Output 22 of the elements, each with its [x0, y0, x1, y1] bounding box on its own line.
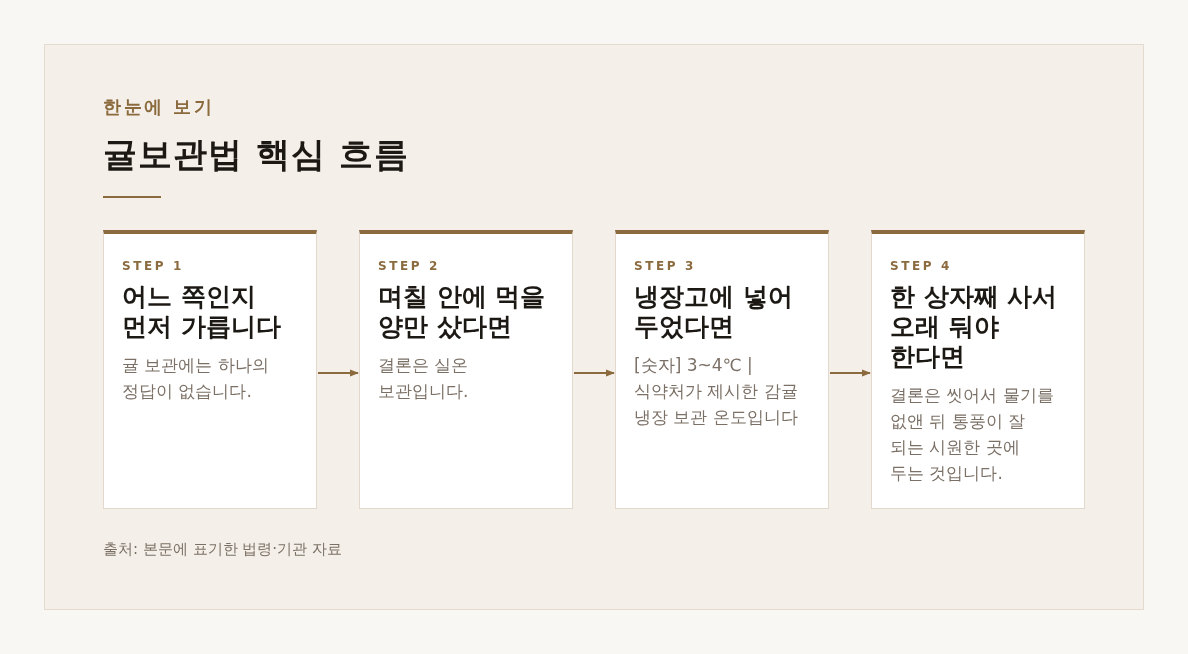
card-title: 냉장고에 넣어 두었다면 [634, 282, 794, 342]
card-title: 며칠 안에 먹을 양만 샀다면 [378, 282, 547, 342]
step-label: STEP 3 [634, 258, 697, 274]
card-body: 결론은 씻어서 물기를 없앤 뒤 통풍이 잘 되는 시원한 곳에 두는 것입니다. [890, 384, 1055, 485]
card-body: 결론은 실온 보관입니다. [378, 354, 470, 403]
step-card [871, 230, 1085, 509]
arrow [574, 369, 615, 377]
step-card [103, 230, 317, 509]
card-title: 어느 쪽인지 먼저 가릅니다 [122, 282, 282, 342]
kicker-text: 한눈에 보기 [103, 95, 215, 119]
arrow [318, 369, 359, 377]
title: 귤보관법 핵심 흐름 [103, 133, 409, 176]
card-body: [숫자] 3~4℃ | 식약처가 제시한 감귤 냉장 보관 온도입니다 [634, 354, 799, 429]
source-note: 출처: 본문에 표기한 법령·기관 자료 [103, 539, 342, 560]
step-label: STEP 1 [122, 258, 185, 274]
step-card [359, 230, 573, 509]
step-card [615, 230, 829, 509]
step-label: STEP 2 [378, 258, 441, 274]
step-label: STEP 4 [890, 258, 953, 274]
card-title: 한 상자째 사서 오래 둬야 한다면 [890, 282, 1059, 372]
arrow [830, 369, 871, 377]
card-body: 귤 보관에는 하나의 정답이 없습니다. [122, 354, 270, 403]
